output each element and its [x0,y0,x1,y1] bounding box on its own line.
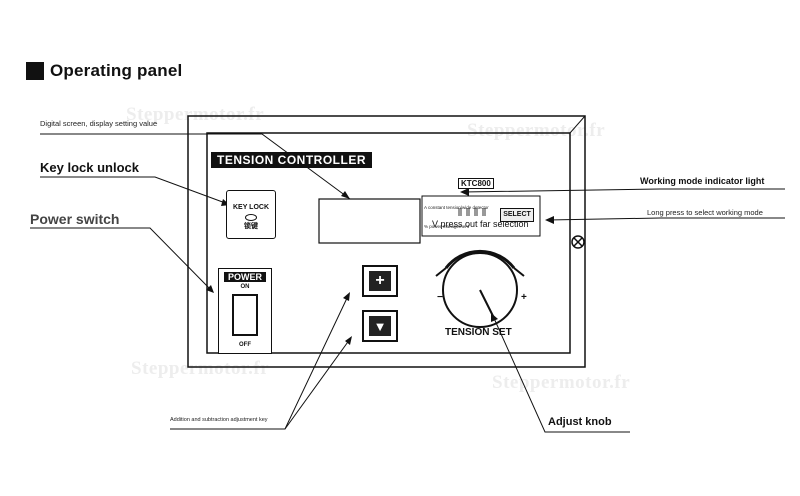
plus-icon: + [369,271,391,291]
power-switch[interactable]: POWER ON OFF [218,268,272,354]
power-off-label: OFF [239,342,251,348]
select-button[interactable]: SELECT [500,208,534,222]
label-power-switch: Power switch [30,211,120,227]
key-lock-cn: 锁键 [244,223,258,230]
key-icon [245,214,257,221]
down-arrow-icon: ▼ [369,316,391,336]
label-long-press: Long press to select working mode [647,208,763,217]
led-row-icon [458,208,486,216]
rocker-switch[interactable] [232,294,258,336]
indicator-text-1: A constant tension/wide detector [424,205,489,210]
screw-icon [571,235,585,249]
watermark: Steppermotor.fr [492,372,631,393]
outer-housing [187,115,586,368]
heading-text: Operating panel [50,61,183,80]
knob-minus: − [437,292,443,303]
key-lock-button[interactable]: KEY LOCK 锁键 [226,190,276,239]
panel-title: TENSION CONTROLLER [211,152,372,168]
key-lock-text: KEY LOCK [232,204,270,211]
label-adjust-knob: Adjust knob [548,416,612,428]
mode-area [421,195,541,237]
label-indicator-light: Working mode indicator light [640,176,765,186]
label-key-lock: Key lock unlock [40,160,139,175]
heading-square-icon [26,62,44,80]
power-label: POWER [224,272,266,282]
watermark: Steppermotor.fr [131,358,270,379]
section-heading: Operating panel [26,61,182,81]
indicator-text-2: % power management [424,224,470,229]
tension-set-label: TENSION SET [445,327,512,338]
power-on-label: ON [240,284,250,290]
up-key-button[interactable]: + [362,265,398,297]
label-digital-screen: Digital screen, display setting value [40,119,158,128]
label-add-subtract: Addition and subtraction adjustment key [170,417,268,423]
display-window [318,198,421,244]
tension-knob[interactable] [445,252,515,322]
model-badge: KTC800 [458,178,494,189]
front-plate [206,132,571,354]
indicator-text: A constant tension/wide detector % power… [424,202,514,232]
display-readout: V press out far selection [432,219,529,229]
down-key-button[interactable]: ▼ [362,310,398,342]
knob-plus: + [521,292,527,303]
watermark: Steppermotor.fr [126,104,265,125]
